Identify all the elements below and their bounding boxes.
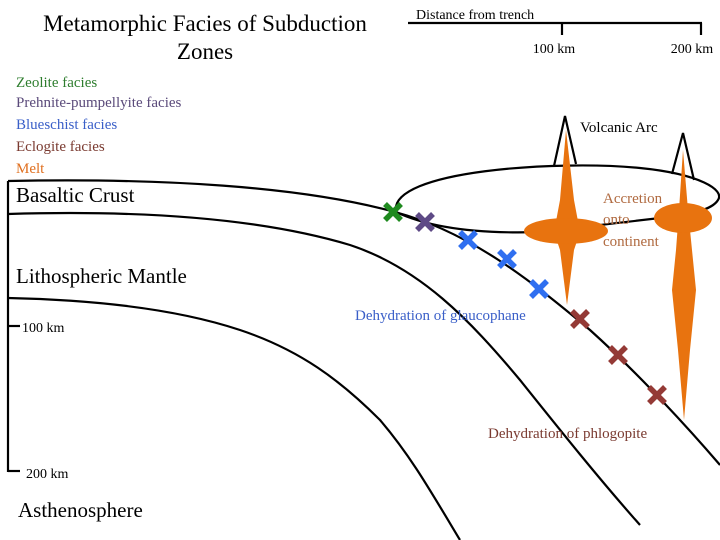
legend-melt: Melt — [16, 161, 45, 177]
distance-scale-label: Distance from trench — [416, 8, 534, 23]
marker-prehnite-pumpellyite — [415, 212, 435, 232]
marker-blueschist — [497, 249, 517, 269]
legend-eclogite: Eclogite facies — [16, 139, 105, 155]
title-line-1: Metamorphic Facies of Subduction — [43, 11, 367, 36]
continental-plate — [394, 164, 720, 234]
distance-tick-label-200: 200 km — [671, 42, 714, 57]
melt-plume-1 — [524, 130, 608, 305]
label-phlogopite-dehydration: Dehydration of phlogopite — [488, 426, 647, 442]
label-volcanic-arc: Volcanic Arc — [580, 120, 658, 136]
melt-plume-2-body — [654, 203, 712, 233]
marker-blueschist — [529, 279, 549, 299]
label-glaucophane-dehydration: Dehydration of glaucophane — [355, 308, 526, 324]
label-accretion-1: Accretion — [603, 191, 663, 207]
crust-base-boundary — [7, 211, 641, 526]
facies-markers — [383, 202, 667, 405]
marker-stroke — [529, 279, 549, 299]
legend: Zeolite facies Prehnite-pumpellyite faci… — [16, 75, 182, 177]
marker-eclogite — [570, 309, 590, 329]
marker-stroke — [415, 212, 435, 232]
distance-scale: Distance from trench 100 km 200 km — [408, 8, 713, 57]
marker-blueschist — [458, 230, 478, 250]
melt-plume-2-stem — [672, 150, 696, 420]
depth-tick-label-100: 100 km — [22, 321, 65, 336]
melt-plume-2 — [654, 150, 712, 420]
marker-stroke — [383, 202, 403, 222]
volcano-cone-1 — [552, 115, 578, 167]
depth-tick-label-200: 200 km — [26, 467, 69, 482]
label-asthenosphere: Asthenosphere — [18, 498, 143, 522]
label-accretion-2: onto — [603, 212, 630, 228]
marker-eclogite — [608, 345, 628, 365]
distance-tick-label-100: 100 km — [533, 42, 576, 57]
lithosphere-base-boundary — [7, 296, 461, 540]
depth-scale: 100 km 200 km — [6, 181, 69, 482]
legend-prehnite-pumpellyite: Prehnite-pumpellyite facies — [16, 95, 182, 111]
volcano-cone-2 — [670, 132, 696, 181]
label-basaltic-crust: Basaltic Crust — [16, 183, 135, 207]
marker-stroke — [608, 345, 628, 365]
marker-eclogite — [647, 385, 667, 405]
legend-blueschist: Blueschist facies — [16, 117, 117, 133]
melt-plume-1-body — [524, 218, 608, 244]
marker-stroke — [458, 230, 478, 250]
legend-zeolite: Zeolite facies — [16, 75, 97, 91]
marker-stroke — [570, 309, 590, 329]
label-accretion-3: continent — [603, 234, 660, 250]
label-lithospheric-mantle: Lithospheric Mantle — [16, 264, 187, 288]
melt-plume-1-stem — [554, 130, 580, 305]
title-line-2: Zones — [177, 39, 233, 64]
marker-zeolite — [383, 202, 403, 222]
marker-stroke — [647, 385, 667, 405]
marker-stroke — [497, 249, 517, 269]
